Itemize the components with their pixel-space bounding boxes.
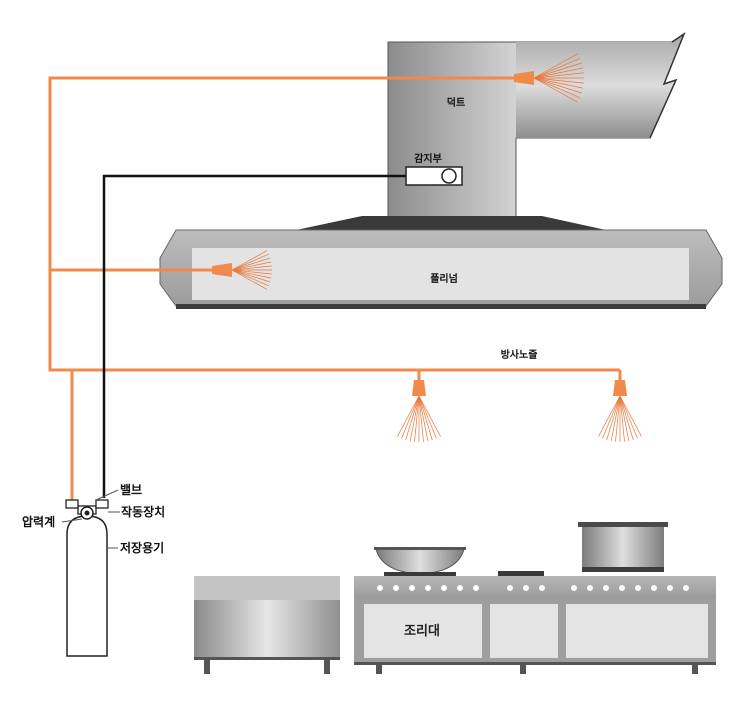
spray-ray [231, 269, 269, 287]
cooking-label: 조리대 [404, 623, 440, 639]
spray-ray [414, 395, 420, 442]
spray-ray [418, 395, 441, 437]
agent-piping [48, 76, 622, 505]
spray-ray [231, 257, 271, 271]
spray-ray [418, 395, 424, 442]
spray-ray [533, 77, 582, 94]
knob [393, 585, 399, 591]
valve-assembly [65, 499, 109, 520]
side-cabinet [194, 576, 340, 674]
leader-lines [61, 489, 120, 549]
spray-ray [418, 395, 437, 439]
spray-ray [533, 77, 584, 84]
container-label: 저장용기 [120, 540, 164, 555]
spray-ray [231, 269, 271, 283]
knob [683, 585, 689, 591]
gauge-label: 압력계 [22, 514, 55, 529]
actuator-label: 작동장치 [121, 504, 165, 519]
spray-ray [397, 395, 420, 437]
spray-ray [533, 77, 581, 99]
spray-ray [619, 395, 634, 441]
knob [539, 585, 545, 591]
knob [523, 585, 529, 591]
spray-ray [418, 395, 429, 442]
knob [473, 585, 479, 591]
spray-ray [533, 67, 584, 79]
storage-container [66, 515, 108, 657]
knob [377, 585, 383, 591]
spray-ray [231, 261, 272, 271]
spray-ray [231, 269, 272, 279]
knob [441, 585, 447, 591]
spray-ray [619, 395, 638, 439]
knob [603, 585, 609, 591]
spray-ray [619, 395, 642, 437]
knob [425, 585, 431, 591]
spray-ray [619, 395, 630, 442]
spray-ray [619, 395, 625, 442]
pot [578, 522, 668, 572]
spray-ray [533, 77, 578, 103]
knob [457, 585, 463, 591]
knob [667, 585, 673, 591]
spray-ray [606, 395, 621, 441]
spray-ray [615, 395, 621, 442]
spray-ray [405, 395, 420, 441]
detector [405, 166, 463, 186]
duct-nozzle [514, 53, 584, 103]
cooking-nozzle-2 [598, 380, 642, 442]
nozzle-label: 방사노즐 [501, 348, 538, 361]
knob [619, 585, 625, 591]
cooking-nozzle-1 [397, 380, 441, 442]
spray-ray [231, 265, 272, 271]
spray-ray [409, 395, 420, 442]
spray-ray [610, 395, 621, 442]
spray-ray [598, 395, 621, 437]
spray-ray [602, 395, 621, 439]
detector-label: 감지부 [414, 152, 442, 165]
knob [507, 585, 513, 591]
wok [374, 547, 466, 578]
cooking-range [354, 571, 716, 674]
duct-label: 덕트 [447, 96, 465, 109]
plenum-nozzle [212, 250, 272, 290]
spray-ray [231, 250, 268, 271]
knob [409, 585, 415, 591]
duct [387, 32, 686, 231]
valve-label: 밸브 [120, 483, 142, 497]
spray-ray [533, 57, 581, 79]
knob [571, 585, 577, 591]
spray-ray [401, 395, 420, 439]
spray-ray [533, 62, 582, 79]
spray-ray [231, 269, 268, 290]
spray-ray [231, 269, 272, 275]
knob [635, 585, 641, 591]
spray-ray [231, 253, 269, 271]
plenum-label: 플리넘 [430, 272, 458, 285]
spray-ray [418, 395, 433, 441]
detection-line [102, 174, 408, 498]
spray-ray [533, 77, 584, 89]
spray-ray [533, 72, 584, 79]
hood [159, 216, 723, 309]
spray-ray [533, 53, 578, 79]
knob [587, 585, 593, 591]
knob [651, 585, 657, 591]
